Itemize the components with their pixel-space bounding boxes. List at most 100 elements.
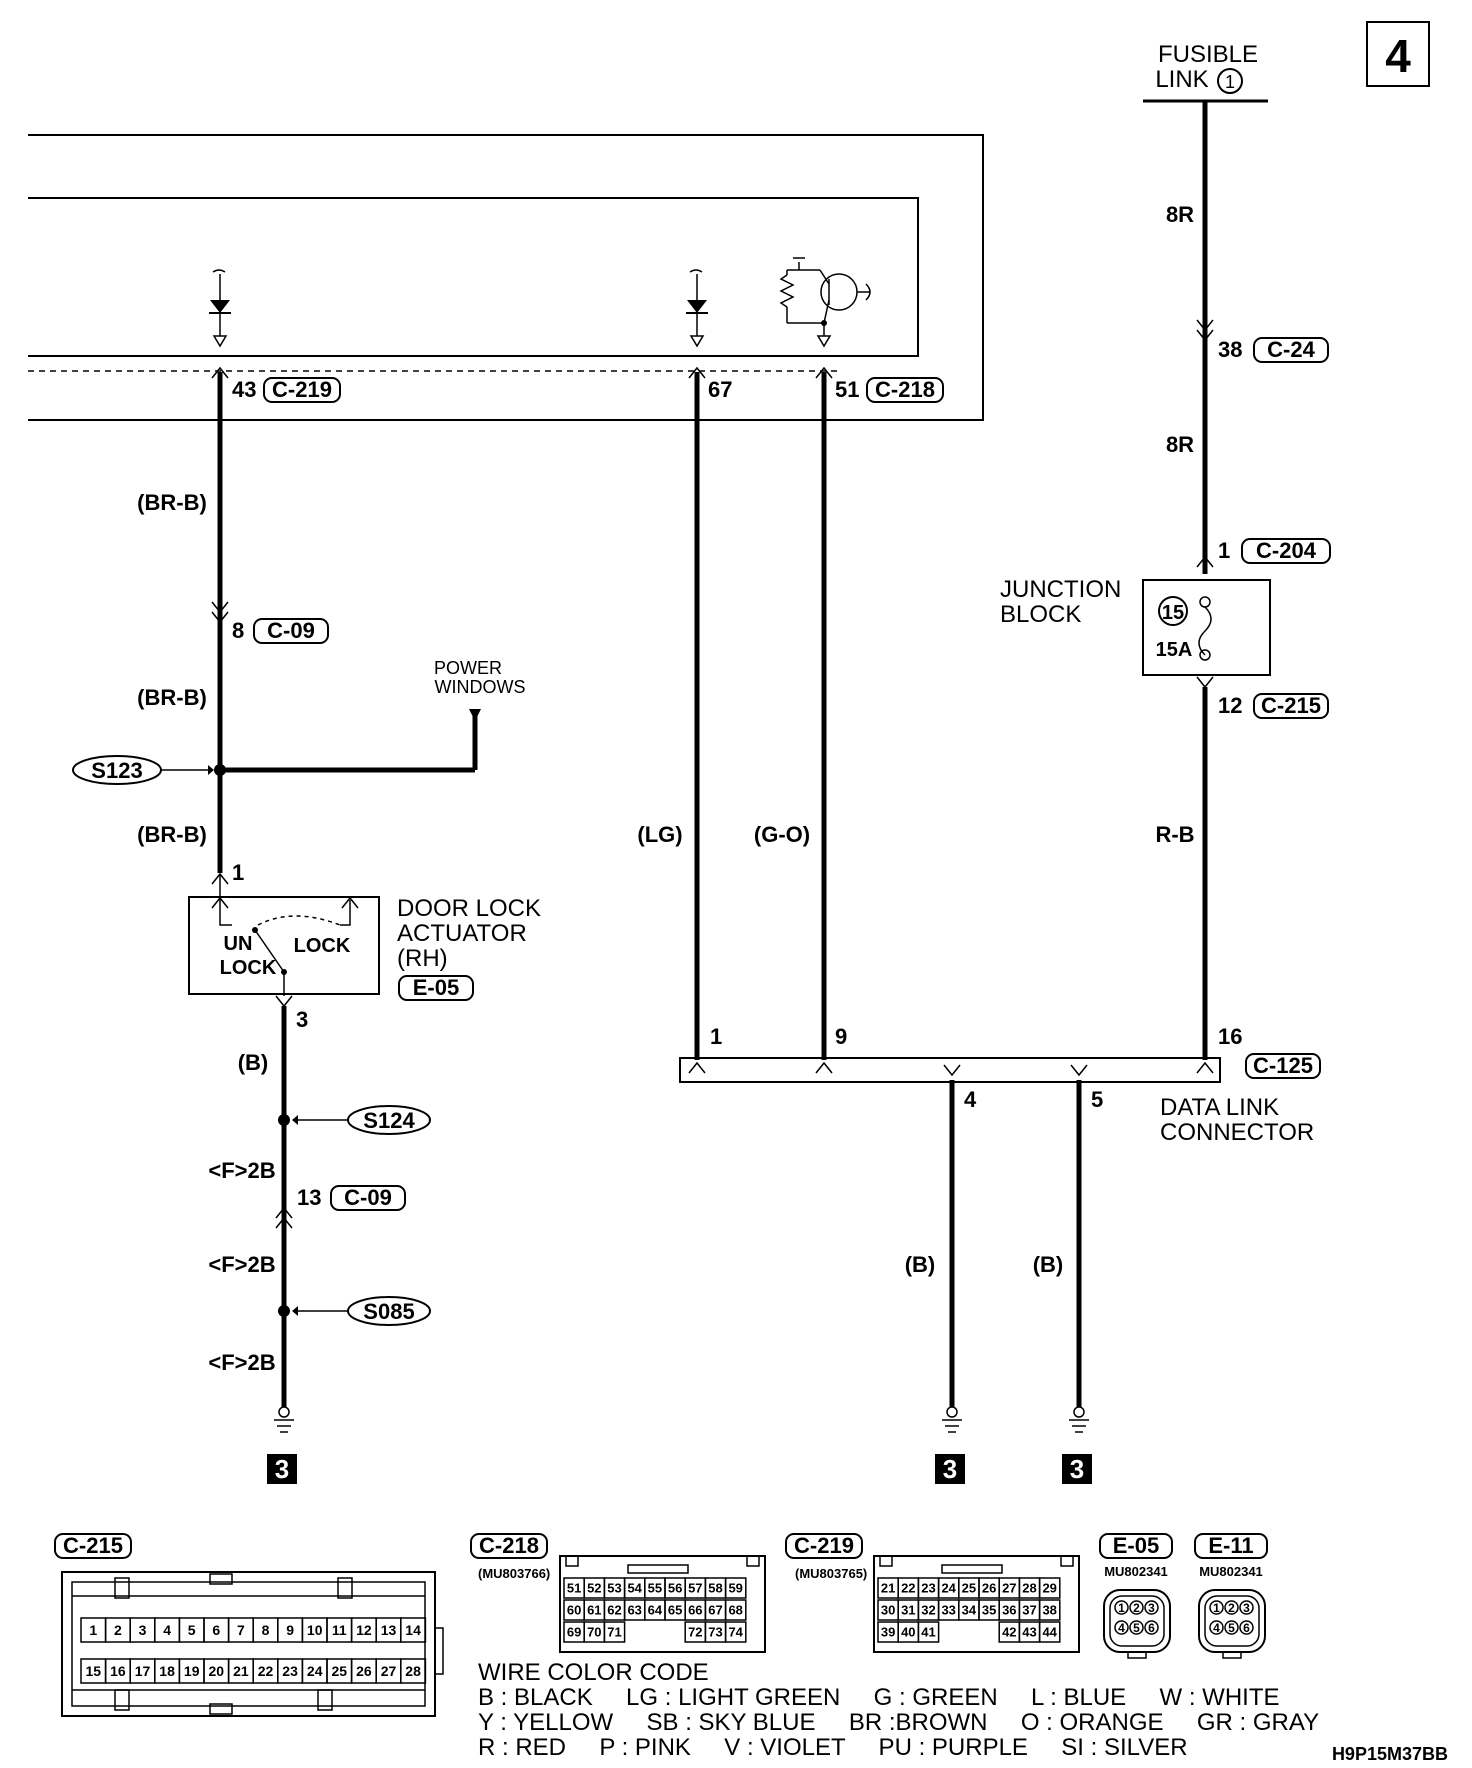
pin-number: 25: [962, 1581, 976, 1596]
pin-number: 27: [381, 1663, 397, 1679]
pin-cell: [1239, 1600, 1254, 1615]
pin-cell: [400, 1617, 427, 1643]
pin-number: 21: [881, 1581, 895, 1596]
diagram-code: H9P15M37BB: [1332, 1744, 1448, 1764]
pin-label: 38: [1218, 337, 1242, 362]
inline-connector-chevron: [1196, 319, 1214, 332]
c215-latch: [337, 1577, 353, 1599]
splice-s124: S124: [363, 1108, 415, 1133]
actuator-title-2: ACTUATOR: [397, 920, 527, 947]
pin-cell: [1239, 1620, 1254, 1635]
c215-latch: [114, 1577, 130, 1599]
junction-block-box: [1142, 579, 1271, 676]
pin-chevron: [1196, 1061, 1214, 1074]
pin-label: 43: [232, 377, 256, 402]
ground-icon: [941, 1406, 963, 1433]
pin-number: 52: [587, 1581, 601, 1596]
arrow-icon: [292, 1306, 298, 1316]
pin-number: 61: [587, 1603, 601, 1618]
view-e05-name: E-05: [1113, 1533, 1159, 1558]
inline-connector-chevron: [275, 1206, 293, 1219]
fuse-amp: 15A: [1156, 639, 1193, 661]
connector-tag: [1194, 1533, 1268, 1559]
pin-number: 15: [86, 1663, 102, 1679]
wire-color-label: (BR-B): [137, 822, 207, 847]
pin-number: 1: [1213, 1601, 1220, 1615]
pin-number: 5: [188, 1622, 196, 1638]
pin-number: 20: [209, 1663, 225, 1679]
connector-c09-b: C-09: [344, 1185, 392, 1210]
pin-cell: [1038, 1577, 1061, 1599]
pin-number: 41: [921, 1625, 935, 1640]
pin-number: 70: [587, 1625, 601, 1640]
e05-key: [1127, 1651, 1147, 1659]
pin-number: 23: [921, 1581, 935, 1596]
pin-chevron: [275, 995, 293, 1008]
dlc-label: DATA LINK: [1160, 1094, 1279, 1121]
pin-number: 32: [921, 1603, 935, 1618]
connector-e05: E-05: [413, 975, 459, 1000]
pin-cell: [724, 1599, 747, 1621]
pin-number: 3: [139, 1622, 147, 1638]
pin-number: 39: [881, 1625, 895, 1640]
pin-cell: [1209, 1600, 1224, 1615]
pin-number: 5: [1133, 1621, 1140, 1635]
pin-number: 2: [1228, 1601, 1235, 1615]
pin-number: 9: [286, 1622, 294, 1638]
pin-number: 65: [668, 1603, 682, 1618]
ground-ref: 3: [943, 1454, 957, 1484]
pin-cell: [1144, 1620, 1159, 1635]
pin-number: 6: [1243, 1621, 1250, 1635]
pin-label: 1: [232, 860, 244, 885]
pin-cell: [1114, 1620, 1129, 1635]
data-link-connector-box: [679, 1057, 1221, 1083]
pin-number: 36: [1002, 1603, 1016, 1618]
dlc-label-2: CONNECTOR: [1160, 1119, 1314, 1146]
connector-tag: [398, 975, 474, 1001]
splice-point: [278, 1305, 290, 1317]
pin-cell: [1209, 1620, 1224, 1635]
connector-tag: [1245, 1053, 1321, 1079]
pin-number: 4: [1213, 1621, 1220, 1635]
pin-chevron: [688, 1061, 706, 1074]
ground-ref: 3: [1070, 1454, 1084, 1484]
pin-label: 3: [296, 1007, 308, 1032]
pin-number: 17: [135, 1663, 151, 1679]
inline-connector-chevron: [211, 601, 229, 614]
pin-cell: [603, 1621, 626, 1643]
c219-housing: [873, 1555, 1080, 1653]
splice-s085: S085: [363, 1299, 414, 1324]
pin-cell: [1144, 1600, 1159, 1615]
wire-color-label: (B): [1033, 1252, 1064, 1277]
pin-number: 6: [212, 1622, 220, 1638]
pin-chevron: [943, 1064, 961, 1077]
pin-number: 63: [627, 1603, 641, 1618]
view-c218-name: C-218: [479, 1533, 539, 1558]
unlock-label-2: LOCK: [220, 957, 277, 979]
pin-cell: [1038, 1599, 1061, 1621]
pin-number: 12: [356, 1622, 372, 1638]
ground-ref-box: [935, 1454, 965, 1484]
c215-key: [434, 1627, 444, 1675]
pin-number: 34: [962, 1603, 977, 1618]
pin-label: 4: [964, 1087, 977, 1112]
ground-ref-box: [267, 1454, 297, 1484]
connector-c215: C-215: [1261, 693, 1321, 718]
c218-latch: [627, 1564, 689, 1574]
splice-s123: S123: [91, 758, 142, 783]
actuator-internal-line: [211, 896, 229, 909]
pin-cell: [1038, 1621, 1061, 1643]
wire-color-code-line2: Y : YELLOW SB : SKY BLUE BR :BROWN O : O…: [478, 1709, 1319, 1736]
connector-tag: [54, 1533, 132, 1559]
connector-tag: [866, 377, 944, 403]
c215-latch: [209, 1703, 233, 1715]
view-e11-name: E-11: [1208, 1533, 1253, 1558]
pin-cell: [724, 1621, 747, 1643]
actuator-internal-line: [340, 900, 351, 926]
pin-cell: [917, 1621, 940, 1643]
pin-number: 73: [708, 1625, 722, 1640]
pin-number: 57: [688, 1581, 702, 1596]
pin-number: 72: [688, 1625, 702, 1640]
